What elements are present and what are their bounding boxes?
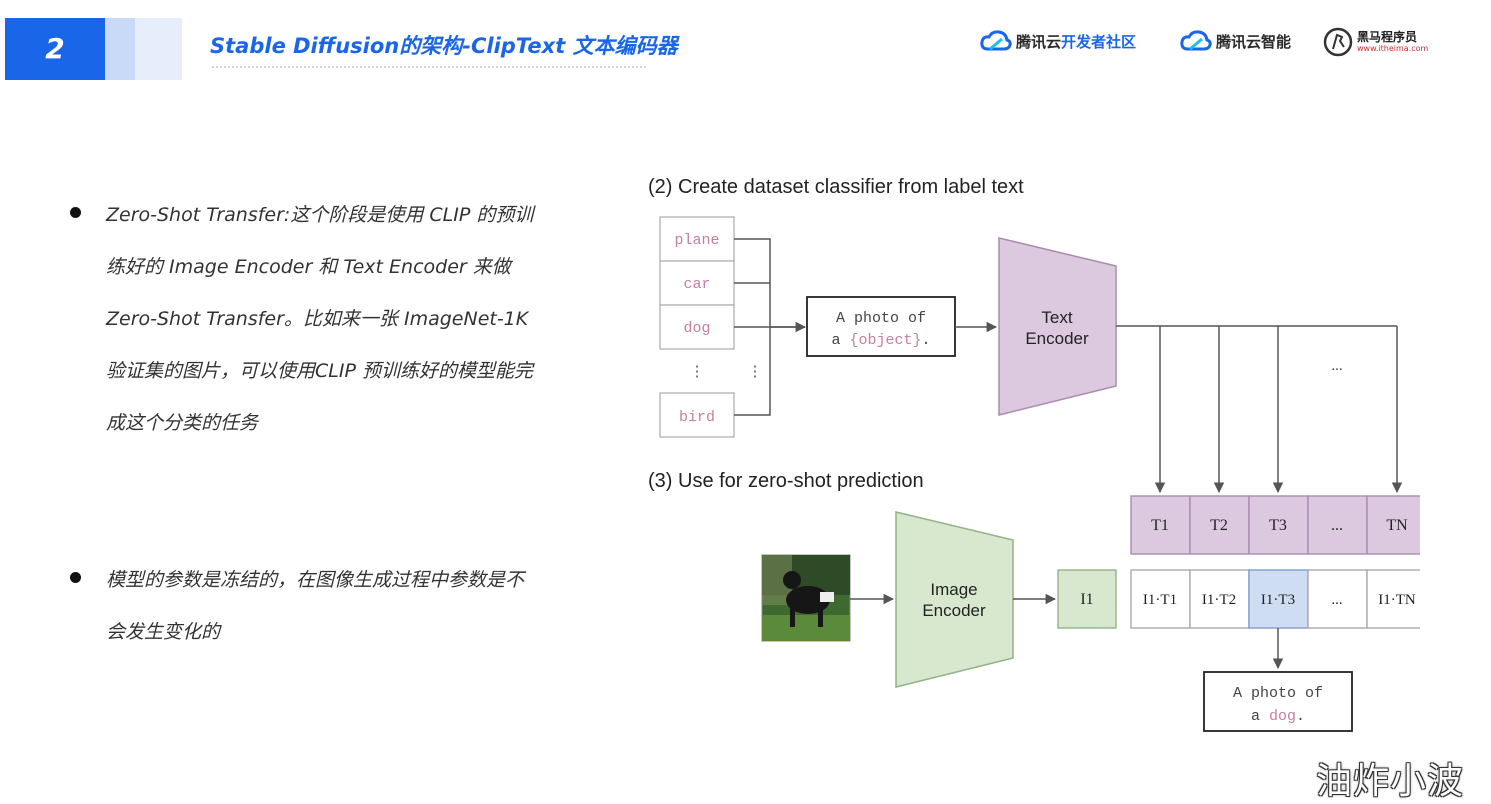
- prediction-box: [1203, 671, 1353, 732]
- logo-tencent-cloud-ai: 腾讯云智能: [1180, 30, 1291, 52]
- product-label: I1·T1: [1143, 592, 1177, 608]
- watermark: 油炸小波: [1316, 761, 1465, 802]
- cloud-icon: [980, 30, 1012, 51]
- dog-photo: [761, 554, 851, 642]
- horse-emblem-icon: [1323, 27, 1353, 57]
- image-embedding: [1057, 569, 1117, 629]
- product-label: I1·TN: [1378, 592, 1416, 608]
- logo-url: www.itheima.com: [1357, 43, 1429, 53]
- label-bird: bird: [679, 409, 715, 426]
- text-encoder-label-2: Encoder: [1025, 329, 1089, 348]
- logo-text: 腾讯云: [1016, 32, 1062, 51]
- bullet-line: 会发生变化的: [106, 621, 221, 643]
- prompt-line-1: A photo of: [836, 310, 926, 327]
- section-3-title: (3) Use for zero-shot prediction: [648, 470, 924, 492]
- prompt-line-2: a {object}.: [831, 332, 930, 349]
- t-label: T1: [1151, 517, 1169, 534]
- product-label: I1·T3: [1261, 592, 1295, 608]
- label-vdots: ⋮: [690, 364, 705, 381]
- connector-vdots: ⋮: [748, 364, 763, 381]
- bullet-line: 验证集的图片，可以使用CLIP 预训练好的模型能完: [106, 360, 533, 382]
- logo-accent-text: 开发者社区: [1061, 32, 1137, 51]
- bullet-line: Zero-Shot Transfer:这个阶段是使用 CLIP 的预训: [106, 204, 534, 226]
- best-match-cell: [1248, 569, 1309, 629]
- slide-number: 2: [5, 18, 105, 80]
- bullet-line: 模型的参数是冻结的，在图像生成过程中参数是不: [106, 569, 525, 591]
- header-accent-bar: [105, 18, 135, 80]
- logo-text: 腾讯云智能: [1216, 32, 1292, 51]
- text-encoder-label-1: Text: [1041, 308, 1072, 327]
- image-encoder-label-1: Image: [930, 580, 977, 599]
- logo-text: 黑马程序员: [1357, 29, 1418, 44]
- prompt-template-box: [806, 296, 956, 357]
- outputs-ellipsis: ...: [1331, 358, 1342, 374]
- image-encoder: [895, 511, 1014, 688]
- text-encoder: [998, 237, 1117, 416]
- text-encoder-outputs: [1116, 325, 1403, 494]
- t-label: ...: [1331, 517, 1343, 534]
- header-accent-bar-light: [135, 18, 182, 80]
- bullet-icon: [70, 572, 81, 583]
- text-embeddings-row: T1 T2 T3 ... TN: [1130, 495, 1420, 555]
- label-car: car: [683, 276, 710, 293]
- result-line-1: A photo of: [1233, 685, 1323, 702]
- image-encoder-label-2: Encoder: [922, 601, 986, 620]
- similarity-row: I1·T1 I1·T2 I1·T3 ... I1·TN: [1130, 569, 1420, 629]
- slide-title: Stable Diffusion的架构-ClipText 文本编码器: [210, 34, 678, 58]
- bullet-line: 成这个分类的任务: [106, 412, 259, 434]
- section-2-title: (2) Create dataset classifier from label…: [648, 176, 1024, 198]
- logo-itheima: 黑马程序员 www.itheima.com: [1322, 27, 1428, 57]
- label-plane: plane: [674, 232, 719, 249]
- product-label: I1·T2: [1202, 592, 1236, 608]
- t-label: TN: [1386, 517, 1408, 534]
- product-label: ...: [1331, 592, 1342, 608]
- t-label: T3: [1269, 517, 1287, 534]
- cloud-icon: [1180, 30, 1212, 51]
- label-dog: dog: [683, 320, 710, 337]
- bullet-line: Zero-Shot Transfer。比如来一张 ImageNet-1K: [106, 308, 529, 330]
- logo-tencent-cloud-dev: 腾讯云开发者社区: [980, 30, 1136, 52]
- i1-label: I1: [1080, 591, 1093, 608]
- result-line-2: a dog.: [1251, 708, 1305, 725]
- bullet-icon: [70, 207, 81, 218]
- t-label: T2: [1210, 517, 1228, 534]
- title-underline: [212, 66, 646, 68]
- label-stack: plane car dog ⋮ bird: [659, 216, 735, 438]
- bullet-line: 练好的 Image Encoder 和 Text Encoder 来做: [106, 256, 511, 278]
- clip-diagram: (2) Create dataset classifier from label…: [648, 176, 1420, 732]
